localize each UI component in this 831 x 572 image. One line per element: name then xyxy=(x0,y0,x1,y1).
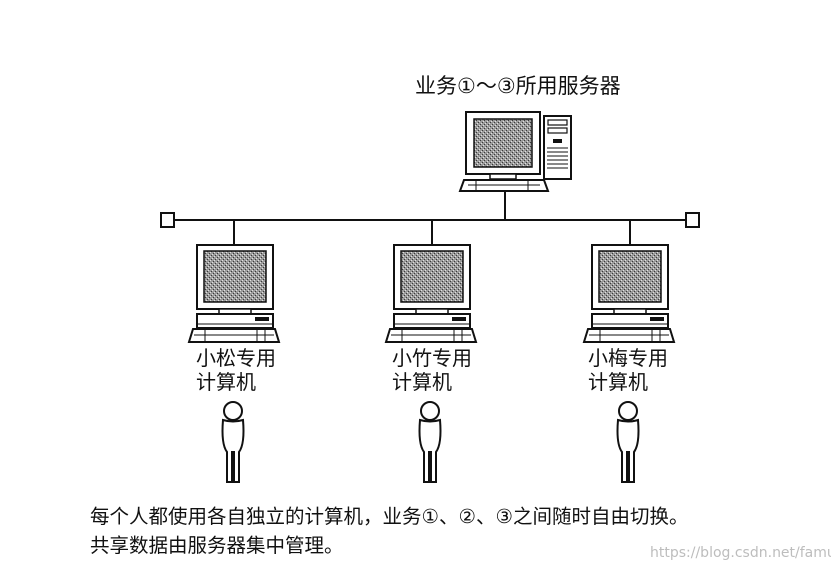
person-icon xyxy=(221,401,245,483)
computer-label-komatsu: 小松专用 计算机 xyxy=(196,346,276,394)
computer-label-kotake: 小竹专用 计算机 xyxy=(392,346,472,394)
network-bus xyxy=(160,192,700,245)
computer-label-line: 计算机 xyxy=(588,370,648,394)
computer-label-line: 计算机 xyxy=(392,370,452,394)
person-icon xyxy=(616,401,640,483)
computer-label-line: 小松专用 xyxy=(196,346,276,370)
client-computer-icon xyxy=(187,244,281,343)
bus-terminator-left xyxy=(160,212,175,228)
computer-label-koume: 小梅专用 计算机 xyxy=(588,346,668,394)
bus-terminator-right xyxy=(685,212,700,228)
computer-label-line: 小梅专用 xyxy=(588,346,668,370)
server-label: 业务①～③所用服务器 xyxy=(415,74,621,98)
server-computer-icon xyxy=(458,111,572,192)
computer-label-line: 计算机 xyxy=(196,370,256,394)
computer-label-line: 小竹专用 xyxy=(392,346,472,370)
caption-line-2: 共享数据由服务器集中管理。 xyxy=(90,534,344,557)
client-computer-icon xyxy=(582,244,676,343)
client-computer-icon xyxy=(384,244,478,343)
watermark: https://blog.csdn.net/famur xyxy=(650,545,831,561)
caption-line-1: 每个人都使用各自独立的计算机，业务①、②、③之间随时自由切换。 xyxy=(90,505,689,528)
person-icon xyxy=(418,401,442,483)
